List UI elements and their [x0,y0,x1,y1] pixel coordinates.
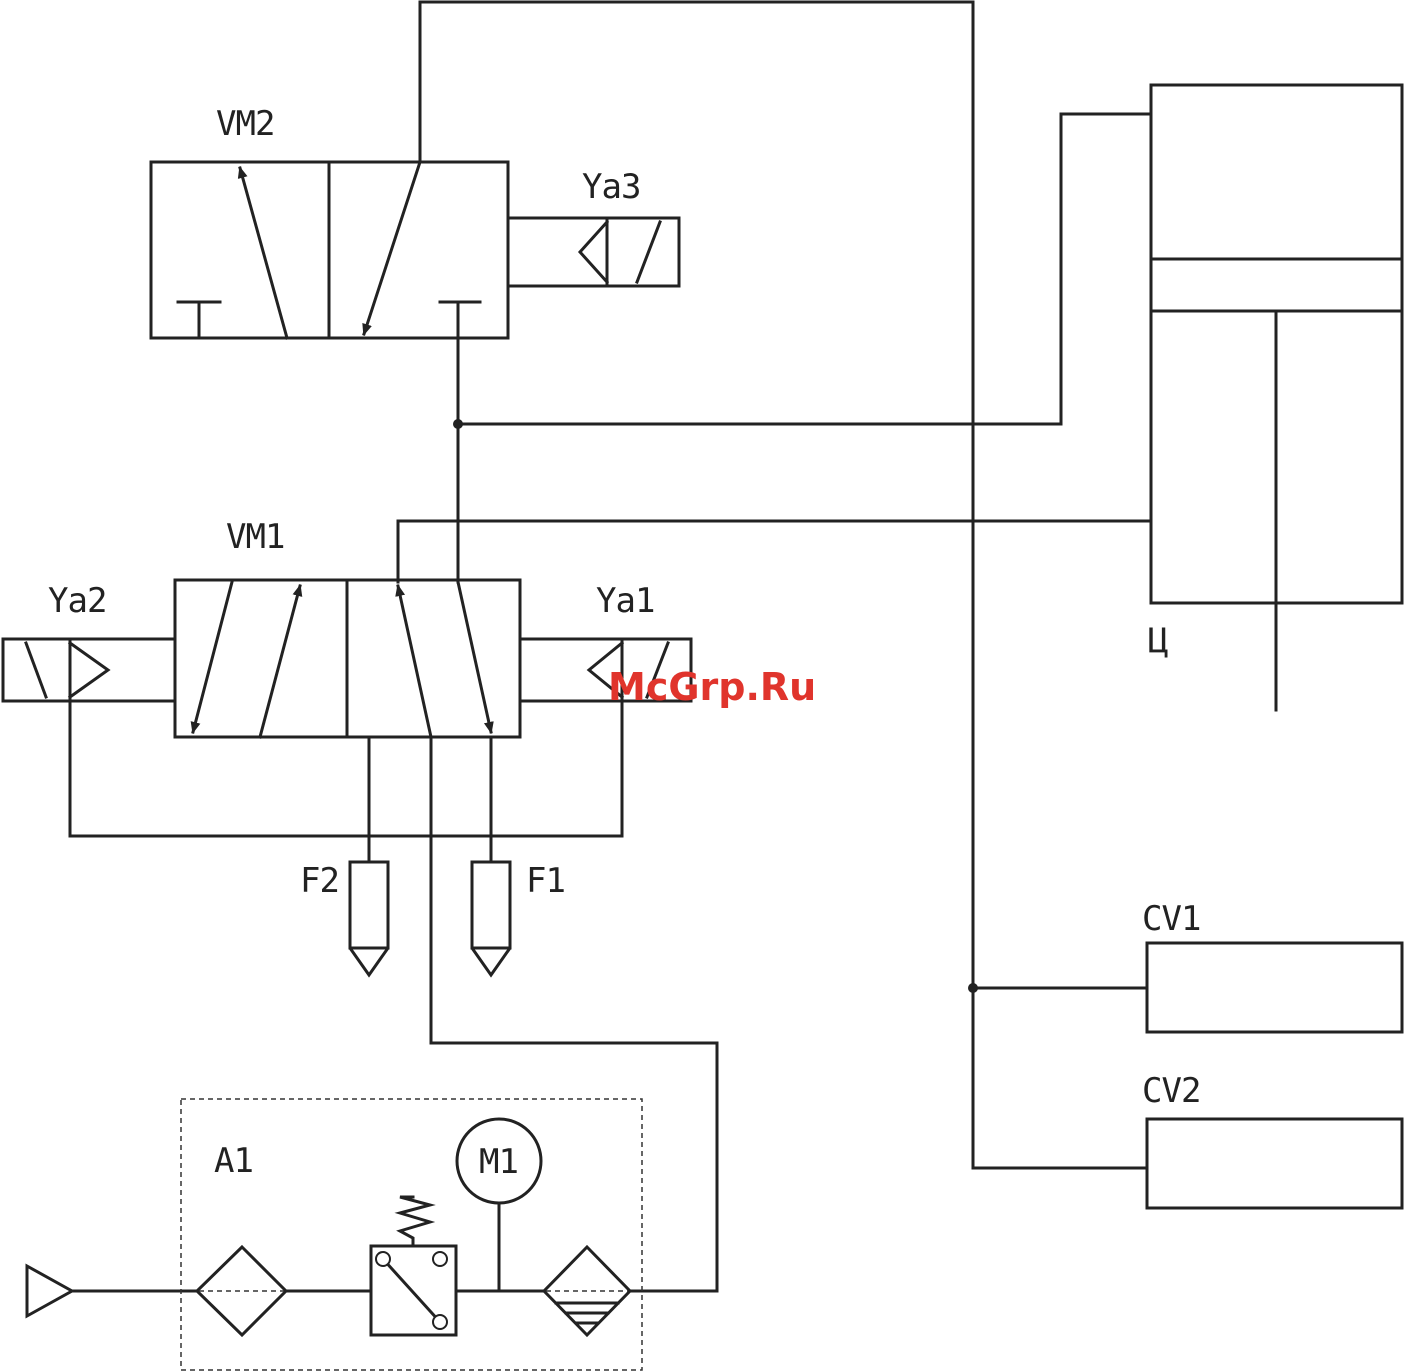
supply-source-icon [27,1266,72,1316]
junction-dot [968,983,978,993]
label-cv1: CV1 [1142,899,1200,939]
silencer-f2 [350,737,388,975]
device-cv2 [1147,1119,1402,1208]
label-cylinder: Ц [1148,621,1168,661]
label-vm1: VM1 [226,517,284,557]
regulator-icon [371,1197,456,1335]
device-cv1 [1147,943,1402,1032]
filter-icon [197,1247,286,1335]
solenoid-ya3 [508,218,679,286]
label-a1: A1 [214,1141,253,1181]
valve-vm1 [175,580,520,737]
lubricator-icon [544,1247,630,1335]
valve-vm2 [151,162,508,338]
label-f1: F1 [526,861,565,901]
solenoid-ya2 [3,639,175,701]
junction-dot [453,419,463,429]
label-cv2: CV2 [1142,1071,1200,1111]
label-f2: F2 [300,861,339,901]
label-ya1: Ya1 [596,581,654,621]
label-ya3: Ya3 [582,167,640,207]
label-ya2: Ya2 [48,581,106,621]
silencer-f1 [472,737,510,975]
label-vm2: VM2 [216,104,274,144]
watermark: McGrp.Ru [608,665,816,709]
label-m1: M1 [479,1142,518,1182]
cylinder [1151,85,1402,710]
